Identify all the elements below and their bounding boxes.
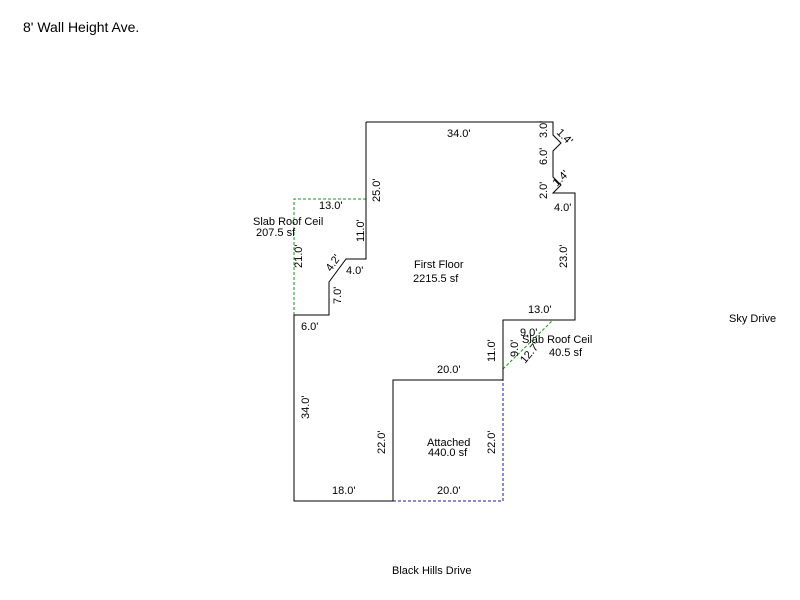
first-floor-outline bbox=[293, 121, 576, 502]
dim-slab-21: 21.0' bbox=[293, 244, 305, 268]
attached-area: 440.0 sf bbox=[428, 447, 468, 459]
dim-step-7: 7.0' bbox=[332, 287, 344, 304]
dim-inner-20: 20.0' bbox=[437, 364, 461, 376]
street-east: Sky Drive bbox=[729, 313, 776, 325]
dim-slab-east-9h: 9.0' bbox=[520, 327, 537, 339]
dim-right-top: 3.0' bbox=[538, 121, 550, 138]
dim-left-34: 34.0' bbox=[300, 395, 312, 419]
attached-name: Attached bbox=[427, 437, 470, 449]
attached-garage-outline bbox=[393, 380, 504, 502]
slab-west-name: Slab Roof Ceil bbox=[253, 216, 323, 228]
dim-right-2: 2.0' bbox=[538, 182, 550, 199]
dim-step-4: 4.0' bbox=[346, 265, 363, 277]
dim-right-diag-top: 1.4' bbox=[554, 127, 575, 148]
dim-top: 34.0' bbox=[447, 128, 471, 140]
slab-west-area: 207.5 sf bbox=[256, 227, 296, 239]
dim-right-step: 4.0' bbox=[554, 202, 571, 214]
dim-right-mid: 6.0' bbox=[538, 148, 550, 165]
dim-left-6: 6.0' bbox=[301, 321, 318, 333]
dim-slab-11: 11.0' bbox=[355, 219, 367, 242]
wall-height-note: 8' Wall Height Ave. bbox=[23, 19, 140, 35]
slab-roof-west-outline bbox=[293, 198, 366, 315]
dim-left-25: 25.0' bbox=[371, 178, 383, 202]
slab-roof-east-outline bbox=[502, 319, 554, 370]
slab-east-name: Slab Roof Ceil bbox=[522, 334, 592, 346]
dim-attached-22-right: 22.0' bbox=[486, 430, 498, 454]
dim-slab-east-9v: 9.0' bbox=[509, 340, 521, 357]
dim-attached-bottom: 20.0' bbox=[437, 485, 461, 497]
dim-diag-42: 4.2' bbox=[324, 253, 344, 274]
dim-inner-11: 11.0' bbox=[486, 339, 498, 362]
dim-slab-top: 13.0' bbox=[319, 200, 343, 212]
slab-east-area: 40.5 sf bbox=[549, 347, 583, 359]
dim-right-diag-bottom: 1.4' bbox=[551, 168, 572, 189]
dim-right-23: 23.0' bbox=[558, 244, 570, 268]
first-floor-name: First Floor bbox=[414, 259, 464, 271]
first-floor-area: 2215.5 sf bbox=[413, 273, 459, 285]
dim-bottom-18: 18.0' bbox=[332, 485, 356, 497]
dim-attached-22-left: 22.0' bbox=[376, 430, 388, 454]
street-south: Black Hills Drive bbox=[392, 565, 471, 577]
dim-inner-13: 13.0' bbox=[528, 304, 552, 316]
